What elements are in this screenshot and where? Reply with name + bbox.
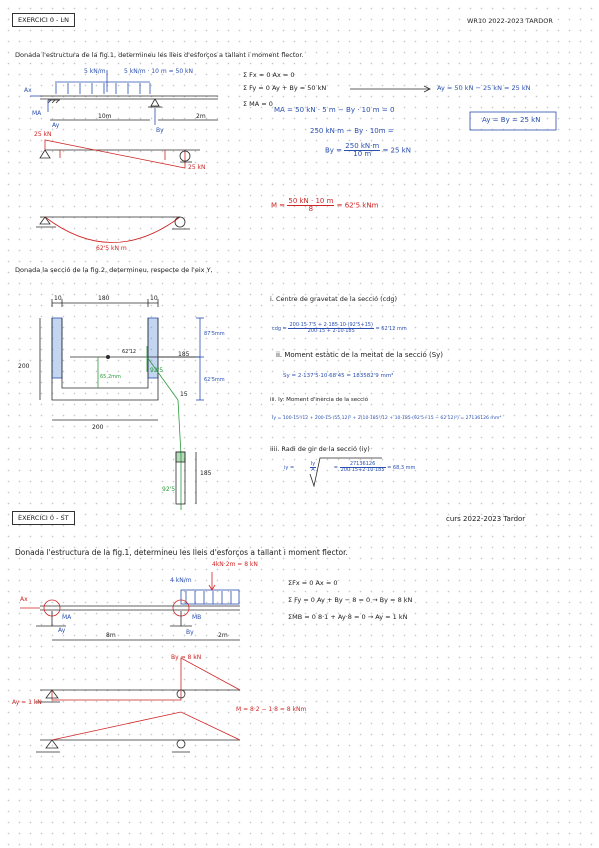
eq-cdg-num: 200·15·7'5 + 2·185·10·(92'5+15) — [288, 322, 374, 329]
ex1-eq-fy: Σ Fy = 0 Ay + By = 50 kN — [243, 84, 327, 92]
ex1-eq-ma-2: 250 kN·m − By · 10m = — [310, 127, 394, 135]
eq-gyration-lhs: iy = — [284, 465, 295, 471]
ex1-shear-left: 25 kN — [34, 131, 52, 138]
ex1-eq-by-res: = 25 kN — [382, 146, 411, 155]
ex1-eq-ma: MA = 50 kN · 5 m − By · 10 m = 0 — [274, 106, 395, 114]
ex1-ay: Ay — [52, 122, 60, 129]
q-inertia: iii. Iy: Moment d'inèrcia de la secció — [270, 397, 369, 403]
q-static-moment: ii. Moment estàtic de la meitat de la se… — [276, 351, 444, 359]
ex1-moment-peak: 62'5 kN m — [96, 245, 127, 252]
ex1-eq-by-num: 250 kN·m — [344, 142, 381, 151]
ex1-label: EXERCICI 0 - LN — [12, 13, 75, 27]
ex1-beam-figure — [30, 70, 557, 243]
ex2-eq-fx: ΣFx = 0 Ax = 0 — [288, 579, 338, 587]
ex1-ma: MA — [32, 110, 42, 117]
ex2-moment: M = 8·2 − 1·8 = 8 kNm — [236, 706, 307, 713]
dim-925: 92'5 — [150, 367, 164, 374]
dim-10a: 10 — [54, 295, 62, 302]
ex2-mb: MB — [192, 614, 202, 621]
dim-15: 15 — [180, 391, 188, 398]
q-centroid: i. Centre de gravetat de la secció (cdg) — [270, 295, 398, 303]
ex2-eq-mb: ΣMB = 0 8·1 + Ay·8 = 0 → Ay = 1 kN — [288, 613, 408, 621]
eq-cdg-res: = 62'12 mm — [375, 326, 407, 332]
ex2-by: By — [186, 629, 194, 636]
ex1-span-2: 2m — [196, 113, 206, 120]
ex1-ax: Ax — [24, 87, 32, 94]
ex2-span-1: 8m — [106, 632, 116, 639]
ex2-ax: Ax — [20, 596, 28, 603]
ex2-course: curs 2022-2023 Tardor — [446, 515, 526, 523]
ex2-shear-by: By = 8 kN — [171, 654, 202, 661]
dim-6212: 62'12 — [122, 349, 137, 355]
ex2-span-2: 2m — [218, 632, 228, 639]
ex1-moment-num: 50 kN · 10 m — [287, 197, 335, 206]
eq-iy-lhs: Iy = — [272, 416, 282, 421]
eq-gyration-num: 27136126 — [339, 462, 386, 468]
ex1-moment-lhs: M = — [271, 201, 286, 210]
eq-gyration-small-num: Iy — [309, 461, 317, 468]
ex1-shear-right: 25 kN — [188, 164, 206, 171]
ex1-load-label-1: 5 kN/m — [84, 68, 106, 75]
dim-180: 180 — [98, 295, 110, 302]
dim-10b: 10 — [150, 295, 158, 302]
ex1-by: By — [156, 127, 164, 134]
ex2-load-black: 4 kN/m — [170, 577, 192, 584]
q-gyration: iiii. Radi de gir de la secció (iy) — [270, 445, 370, 453]
eq-gyration-res: = 68,3 mm — [387, 465, 416, 471]
ex1-boxed-result: Ay = By = 25 kN — [482, 116, 541, 124]
sqrt-sign — [309, 457, 382, 488]
ex1-eq-fy-result: Ay = 50 kN − 25 kN = 25 kN — [437, 84, 531, 92]
ex1-statement: Donada l'estructura de la fig.1, determi… — [15, 51, 304, 59]
ex2-load-red: 4kN·2m = 8 kN — [212, 561, 258, 568]
ex1-eq-by-den: 10 m — [353, 150, 372, 158]
ex1-eq-fx: Σ Fx = 0 Ax = 0 — [243, 71, 295, 79]
ex1-section-figure — [39, 299, 204, 510]
ex1-eq-by-lhs: By = — [325, 146, 343, 155]
eq-iy: Iy = 100·15³/12 + 200·15·(55,12)² + 2(10… — [272, 416, 502, 422]
eq-cdg-frac: 200·15·7'5 + 2·185·10·(92'5+15)200·15 + … — [288, 322, 374, 334]
ex1-course: WR10 2022-2023 TARDOR — [467, 17, 553, 25]
ex1-statement-2: Donada la secció de la fig.2, determineu… — [15, 266, 213, 274]
ex2-ma: MA — [62, 614, 72, 621]
ex2-label: EXERCICI 0 - ST — [12, 511, 75, 525]
dim-925b: 92'5 — [162, 486, 176, 493]
ex1-span-1: 10m — [98, 113, 112, 120]
ex1-load-label-2: 5 kN/m · 10 m = 50 kN — [124, 68, 194, 75]
ex2-beam-figure — [20, 572, 241, 753]
dim-right-1: 87'5mm — [204, 331, 225, 337]
dim-200-bottom: 200 — [92, 424, 104, 431]
eq-cdg-lhs: cdg = — [272, 326, 287, 332]
ex2-ay: Ay — [58, 627, 66, 634]
dim-185: 185 — [178, 351, 190, 358]
ex1-eq-ma-left: Σ MA = 0 — [243, 100, 273, 108]
dim-200-left: 200 — [18, 363, 30, 370]
eq-cdg: cdg = 200·15·7'5 + 2·185·10·(92'5+15)200… — [272, 323, 407, 334]
dim-185b: 185 — [200, 470, 212, 477]
eq-gyration-den: 200·15+2·10·185 — [340, 467, 385, 473]
dim-right-2: 62'5mm — [204, 377, 225, 383]
ex1-moment-den: 8 — [308, 205, 314, 213]
eq-sy: Sy = 2·137'5·10·68'45 = 183582'9 mm³ — [283, 373, 394, 379]
eq-iy-body: 100·15³/12 + 200·15·(55,12)² + 2(10·185³… — [282, 416, 502, 421]
ex2-eq-fy: Σ Fy = 0 Ay + By − 8 = 0 → By = 8 kN — [288, 596, 413, 604]
ex2-statement: Donada l'estructura de la fig.1, determi… — [15, 548, 348, 557]
dim-6512: 65,2mm — [100, 374, 121, 380]
eq-gyration-small-den: A — [311, 467, 315, 473]
eq-cdg-den: 200·15 + 2·10·185 — [307, 328, 355, 334]
ex2-shear-ay: Ay = 1 kN — [12, 699, 42, 706]
ex1-moment-res: = 62'5 kNm — [336, 201, 379, 210]
